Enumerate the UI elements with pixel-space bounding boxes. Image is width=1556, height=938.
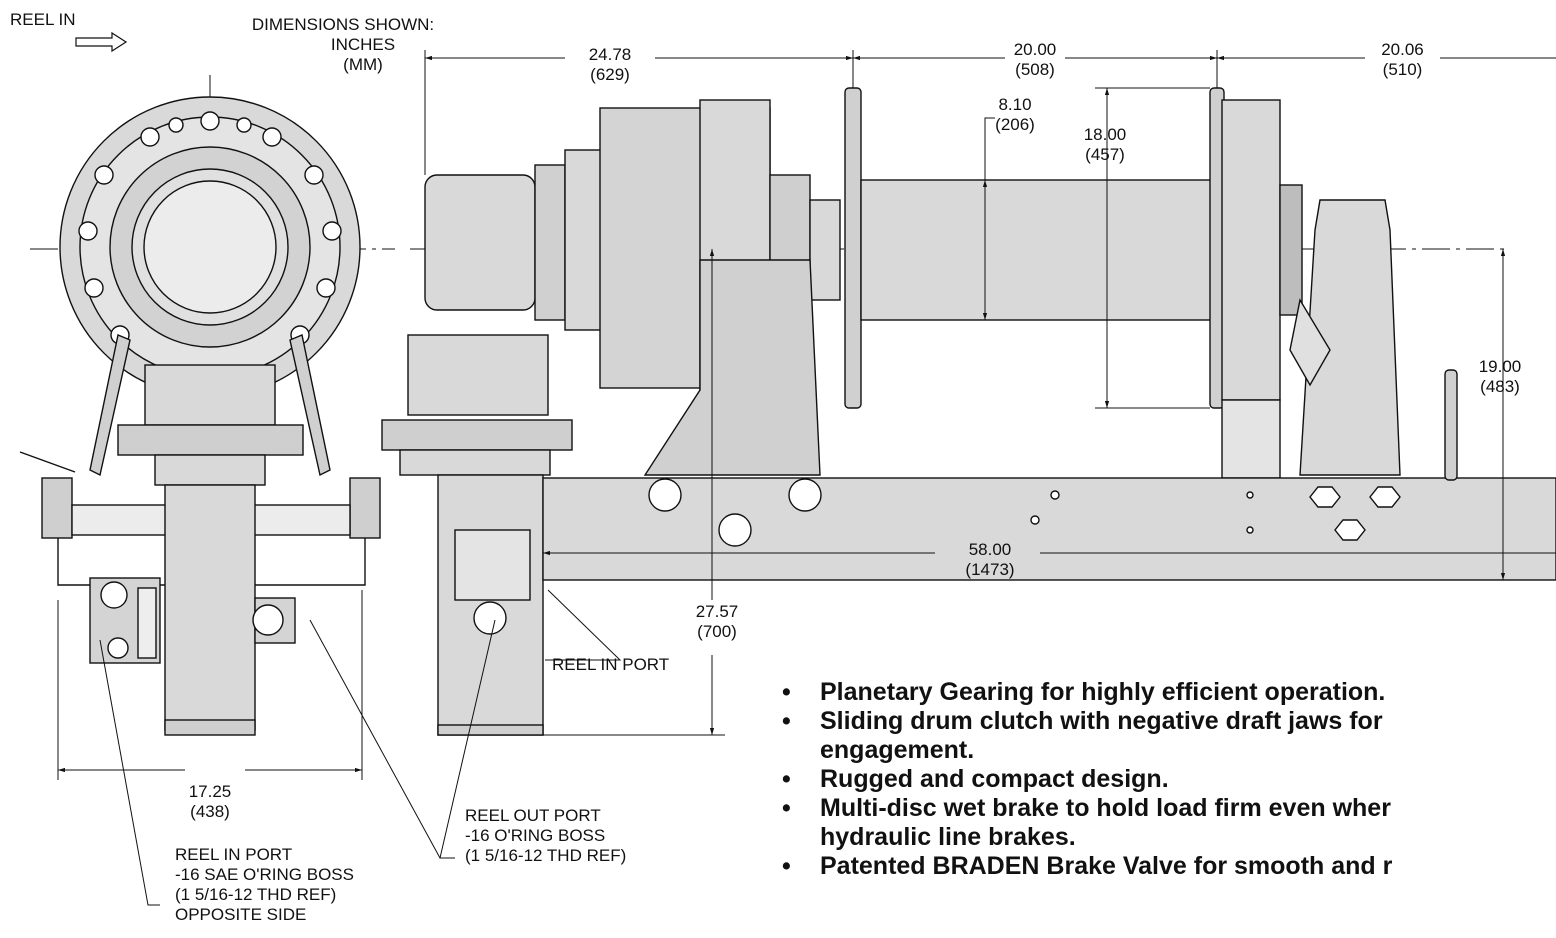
feature-item: Rugged and compact design.: [760, 765, 1556, 794]
dim-17-25-mm: (438): [190, 802, 230, 821]
dim-8-10-in: 8.10: [998, 95, 1032, 114]
feature-item: Sliding drum clutch with negative draft …: [760, 707, 1556, 736]
dim-8-10-mm: (206): [995, 115, 1035, 134]
reel-out-port-callout: REEL OUT PORT -16 O'RING BOSS (1 5/16-12…: [465, 806, 626, 866]
dim-58-00: 58.00 (1473): [950, 540, 1030, 580]
dim-20-00-mm: (508): [1015, 60, 1055, 79]
dim-20-00-in: 20.00: [1013, 40, 1057, 59]
leader-lines: [99, 589, 622, 906]
reel-in-arrow-icon: [75, 31, 128, 53]
reel-in-left-line4: OPPOSITE SIDE: [175, 905, 307, 924]
dimensions-note-line2: INCHES: [330, 35, 396, 54]
dimensions-note: DIMENSIONS SHOWN: INCHES (MM): [228, 15, 458, 75]
dim-27-57: 27.57 (700): [682, 602, 752, 642]
dim-58-00-mm: (1473): [965, 560, 1015, 579]
reel-out-line3: (1 5/16-12 THD REF): [465, 846, 627, 865]
dim-24-78-mm: (629): [590, 65, 630, 84]
dim-17-25: 17.25 (438): [175, 782, 245, 822]
reel-in-left-line1: REEL IN PORT: [175, 845, 293, 864]
dim-58-00-in: 58.00: [968, 540, 1012, 559]
dim-20-06: 20.06 (510): [1365, 40, 1440, 80]
reel-in-port-opposite-callout: REEL IN PORT -16 SAE O'RING BOSS (1 5/16…: [175, 845, 354, 925]
feature-item: Planetary Gearing for highly efficient o…: [760, 678, 1556, 707]
dim-27-57-mm: (700): [697, 622, 737, 641]
dim-20-00: 20.00 (508): [1000, 40, 1070, 80]
dim-18-00-mm: (457): [1085, 145, 1125, 164]
dim-19-00: 19.00 (483): [1465, 357, 1535, 397]
feature-list: Planetary Gearing for highly efficient o…: [760, 678, 1556, 881]
dim-20-06-in: 20.06: [1381, 40, 1424, 59]
dimensions-note-line3: (MM): [343, 55, 383, 74]
dimensions-note-line1: DIMENSIONS SHOWN:: [251, 15, 435, 34]
dimension-lines: [57, 50, 1556, 780]
feature-item-continuation: engagement.: [820, 736, 975, 764]
reel-in-left-line2: -16 SAE O'RING BOSS: [175, 865, 354, 884]
dim-27-57-in: 27.57: [695, 602, 739, 621]
dim-20-06-mm: (510): [1382, 60, 1423, 79]
reel-in-port-callout: REEL IN PORT: [552, 655, 670, 674]
dim-24-78: 24.78 (629): [575, 45, 645, 85]
dim-17-25-in: 17.25: [188, 782, 232, 801]
reel-in-left-line3: (1 5/16-12 THD REF): [175, 885, 337, 904]
reel-in-label: REEL IN: [10, 10, 76, 29]
dim-24-78-in: 24.78: [588, 45, 632, 64]
dim-8-10: 8.10 (206): [985, 95, 1045, 135]
dim-19-00-mm: (483): [1480, 377, 1520, 396]
dim-19-00-in: 19.00: [1478, 357, 1522, 376]
feature-item-continuation: hydraulic line brakes.: [820, 823, 1076, 851]
reel-out-line1: REEL OUT PORT: [465, 806, 601, 825]
end-view: [19, 75, 395, 736]
dim-18-00: 18.00 (457): [1070, 125, 1140, 165]
dim-18-00-in: 18.00: [1083, 125, 1127, 144]
feature-item: Multi-disc wet brake to hold load firm e…: [760, 794, 1556, 823]
reel-out-line2: -16 O'RING BOSS: [465, 826, 606, 845]
feature-item: Patented BRADEN Brake Valve for smooth a…: [760, 852, 1556, 881]
side-view: [381, 87, 1556, 736]
